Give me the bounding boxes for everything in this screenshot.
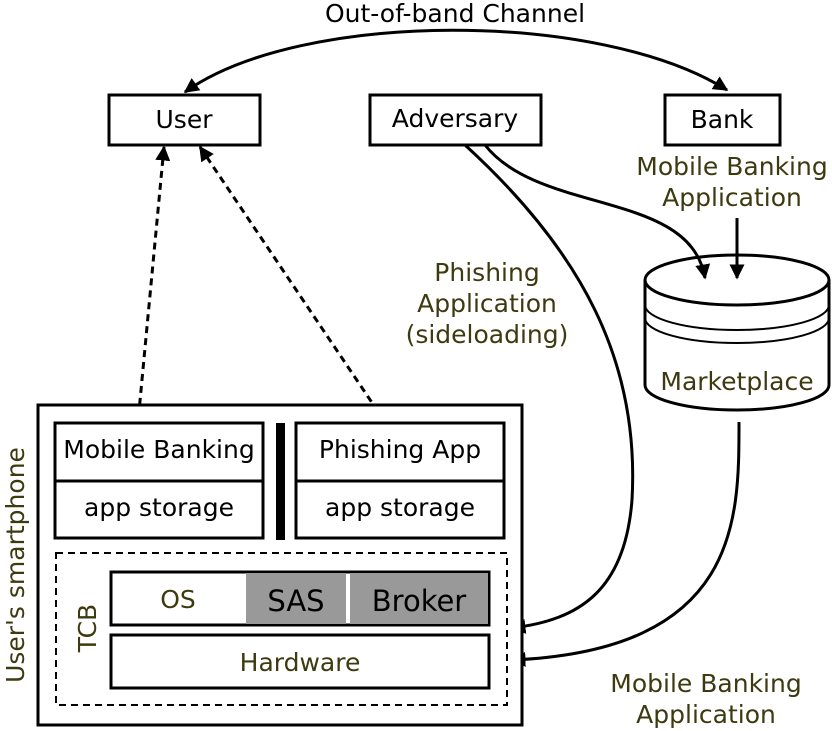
phishing-app: Phishing App app storage — [294, 421, 506, 540]
os-layer: OS SAS Broker — [109, 570, 491, 627]
svg-text:Mobile Banking: Mobile Banking — [63, 435, 254, 464]
adversary-node: Adversary — [368, 93, 543, 147]
svg-text:Marketplace: Marketplace — [660, 367, 813, 396]
svg-text:OS: OS — [160, 585, 196, 614]
marketplace-to-hardware-arrow — [510, 421, 741, 667]
bottom-app-label-line1: Mobile Banking — [610, 669, 801, 698]
adversary-to-marketplace-arrow — [483, 144, 711, 280]
out-of-band-label: Out-of-band Channel — [325, 0, 585, 28]
bank-app-label-line2: Application — [662, 183, 802, 212]
user-to-phishing-link — [198, 145, 387, 424]
svg-text:User: User — [156, 105, 214, 134]
tcb-label: TCB — [73, 604, 102, 653]
bank-node: Bank — [663, 93, 782, 147]
svg-text:Adversary: Adversary — [392, 104, 519, 133]
svg-text:app storage: app storage — [84, 493, 234, 522]
sas-label: SAS — [267, 584, 324, 618]
svg-text:Bank: Bank — [691, 105, 754, 134]
bank-app-label-line1: Mobile Banking — [636, 152, 827, 181]
phishing-label-line3: (sideloading) — [406, 320, 569, 349]
svg-text:Hardware: Hardware — [240, 648, 361, 677]
hardware-layer: Hardware — [109, 633, 491, 690]
marketplace-cylinder: Marketplace — [643, 253, 831, 412]
app-isolation-bar — [276, 423, 285, 540]
tcb-region — [55, 552, 508, 706]
phishing-label-line1: Phishing — [434, 258, 539, 287]
svg-text:Phishing App: Phishing App — [319, 435, 481, 464]
broker-label: Broker — [372, 584, 467, 618]
out-of-band-arrow — [183, 28, 729, 94]
adversary-to-tcb-arrow — [463, 143, 635, 634]
mobile-banking-app: Mobile Banking app storage — [53, 421, 265, 540]
svg-text:app storage: app storage — [325, 493, 475, 522]
user-node: User — [107, 93, 262, 147]
phishing-label-line2: Application — [417, 289, 557, 318]
user-to-banking-link — [131, 145, 171, 424]
bottom-app-label-line2: Application — [636, 700, 776, 729]
smartphone-label: User's smartphone — [1, 447, 30, 683]
